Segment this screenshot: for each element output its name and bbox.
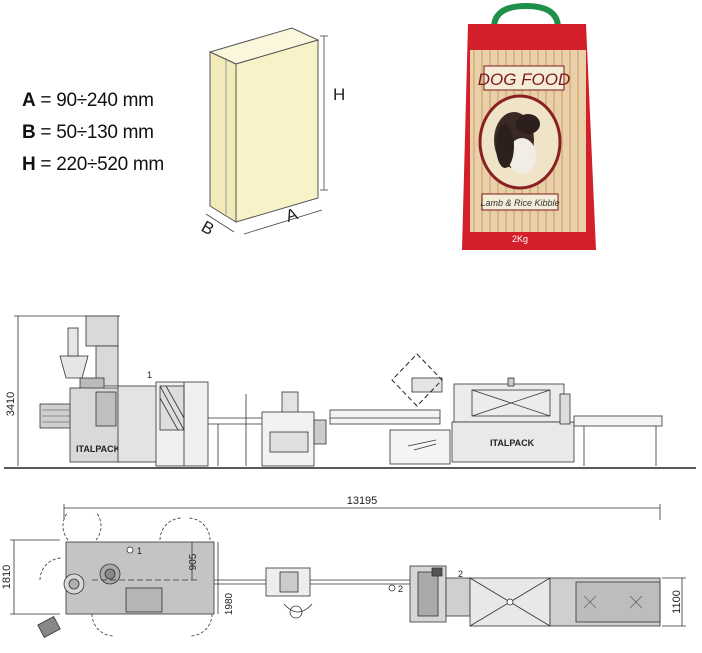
spec-b: B = 50÷130 mm	[22, 122, 154, 143]
bag-subtitle: Lamb & Rice Kibble	[480, 198, 559, 208]
spec-b-range: 50÷130 mm	[56, 122, 154, 143]
spec-b-letter: B	[22, 122, 36, 143]
mid-width-dimension: 1980	[224, 592, 235, 615]
brand-label-2: ITALPACK	[490, 438, 535, 448]
bag-weight: 2Kg	[512, 234, 528, 244]
box-b-label: B	[198, 217, 217, 239]
box-h-label: H	[333, 85, 345, 104]
side-marker-1: 1	[147, 370, 152, 380]
plan-marker-1: 1	[137, 546, 142, 556]
inner-width-dimension: 905	[188, 553, 199, 570]
spec-a: A = 90÷240 mm	[22, 90, 154, 111]
left-width-dimension: 1810	[1, 565, 13, 589]
bag-title: DOG FOOD	[478, 70, 571, 89]
plan-view: 13195 1810 1 905 1980	[1, 495, 686, 638]
box-illustration: H A B	[198, 27, 345, 239]
dog-food-bag: DOG FOOD Lamb & Rice Kibble 2Kg	[462, 2, 596, 250]
height-dimension: 3410	[5, 392, 17, 416]
total-length-dimension: 13195	[347, 495, 378, 507]
spec-h: H = 220÷520 mm	[22, 154, 164, 175]
spec-a-range: 90÷240 mm	[56, 90, 154, 111]
spec-a-letter: A	[22, 90, 36, 111]
spec-h-letter: H	[22, 154, 36, 175]
side-elevation: 3410 ITALPACK 1	[4, 315, 696, 469]
right-width-dimension: 1100	[671, 590, 683, 614]
spec-h-range: 220÷520 mm	[56, 154, 164, 175]
box-a-label: A	[283, 204, 300, 226]
plan-marker-2b: 2	[458, 569, 463, 579]
plan-marker-2: 2	[398, 584, 403, 594]
brand-label-1: ITALPACK	[76, 444, 121, 454]
